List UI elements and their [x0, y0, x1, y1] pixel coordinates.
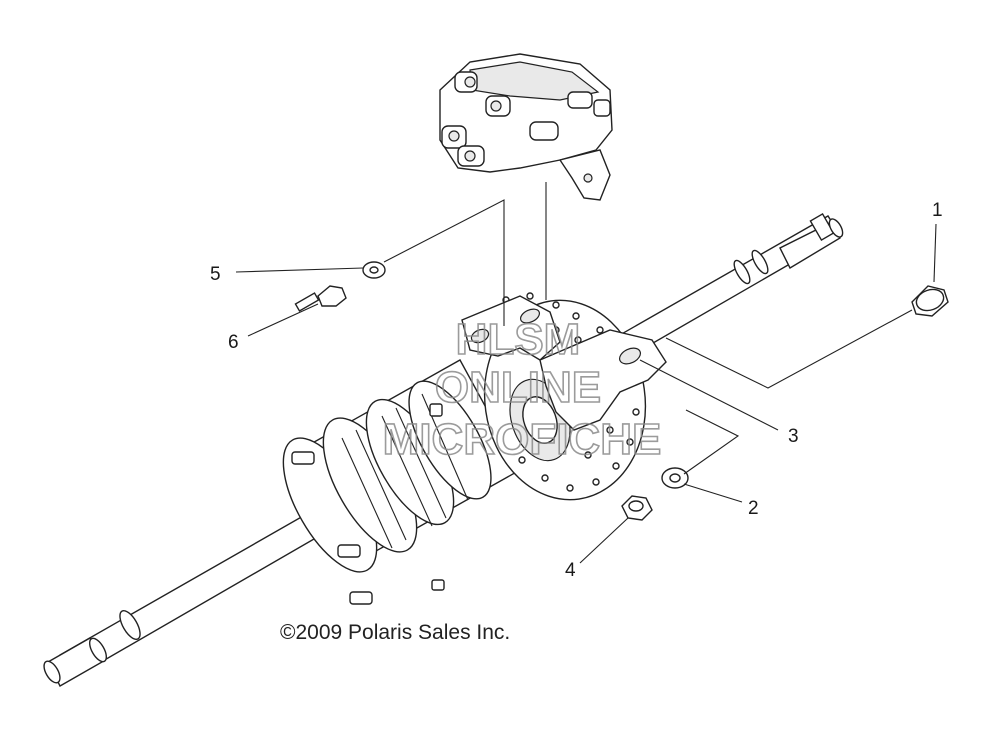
bolt-part-6 — [294, 285, 347, 312]
caliper-mounting-bracket — [461, 295, 667, 431]
copyright-notice: ©2009 Polaris Sales Inc. — [280, 621, 510, 644]
leader-lines — [235, 182, 937, 564]
watermark-line-3: MICROFICHE — [383, 415, 662, 464]
watermark-line-1: HLSM — [456, 315, 581, 364]
washer-part-5 — [362, 261, 386, 279]
hlsm-watermark: HLSM ONLINE MICROFICHE — [382, 314, 662, 465]
nut-part-4 — [621, 495, 653, 521]
brake-caliper — [439, 53, 613, 201]
watermark-line-2: ONLINE — [435, 363, 601, 412]
callout-4: 4 — [565, 560, 576, 581]
callout-3: 3 — [788, 426, 799, 447]
callout-6: 6 — [228, 332, 239, 353]
wheel-hub-assembly — [282, 359, 521, 605]
bolt-part-1 — [911, 285, 949, 317]
callout-2: 2 — [748, 498, 759, 519]
callout-5: 5 — [210, 264, 221, 285]
callout-1: 1 — [932, 200, 943, 221]
washer-part-2 — [661, 467, 689, 489]
